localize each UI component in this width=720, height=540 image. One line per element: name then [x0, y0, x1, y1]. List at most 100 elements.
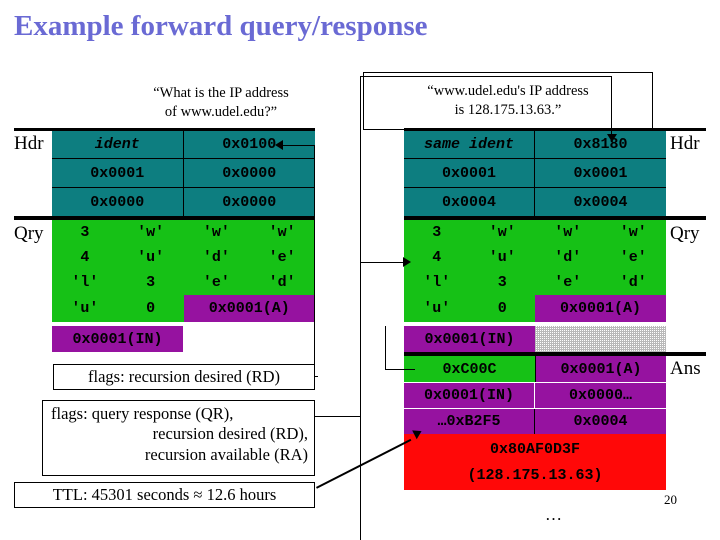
- qname-cell: 3: [497, 274, 507, 291]
- response-qclass-cell: 0x0001(IN): [404, 326, 535, 352]
- table-row: same ident 0x8180: [404, 131, 666, 159]
- answer-type-cell: 0x0001(A): [535, 356, 666, 382]
- query-header-qdcount-cell: 0x0001: [52, 159, 184, 187]
- response-padding-hatch: [535, 326, 666, 352]
- connector-c00c-vertical: [385, 326, 387, 370]
- query-question-block: 3 'w' 'w' 'w' 4 'u' 'd' 'e' 'l' 3 'e' 'd…: [52, 220, 315, 322]
- response-quote-line-1: “www.udel.edu's IP address: [427, 82, 589, 99]
- qname-cell: 'w': [488, 224, 516, 241]
- qname-cell: 'e': [268, 249, 296, 266]
- qname-cell: 0: [497, 300, 507, 317]
- response-section-label-hdr: Hdr: [670, 133, 700, 154]
- answer-name-cell: 0xC00C: [404, 356, 535, 382]
- connector-qr-drop: [611, 76, 613, 134]
- query-header-top-rule: [14, 128, 315, 131]
- response-header-top-rule: [404, 128, 706, 131]
- table-row: 'l' 3 'e' 'd': [404, 270, 666, 295]
- qname-cell: 'l': [423, 274, 451, 291]
- qname-cell: 3: [146, 274, 156, 291]
- qname-cell: 'e': [554, 274, 582, 291]
- qname-cell: 'u': [137, 249, 165, 266]
- table-row: 3 'w' 'w' 'w': [52, 220, 315, 245]
- qname-cell: 4: [432, 249, 442, 266]
- qname-cell: 'd': [268, 274, 296, 291]
- answer-ttl-high-cell: 0x0000…: [535, 383, 666, 408]
- answer-class-cell: 0x0001(IN): [404, 383, 535, 408]
- query-header-ancount-cell: 0x0000: [222, 164, 277, 182]
- qname-cell: 3: [432, 224, 442, 241]
- qname-cell: 'u': [488, 249, 516, 266]
- query-hdr-qry-divider: [14, 216, 315, 220]
- response-qtype-cell: 0x0001(A): [535, 295, 666, 322]
- qname-cell: 0: [146, 300, 156, 317]
- qname-cell: 'd': [554, 249, 582, 266]
- connector-qr-vertical: [360, 76, 362, 417]
- qname-cell: 'w': [137, 224, 165, 241]
- qname-cell: 'u': [71, 300, 99, 317]
- connector-c00c-horizontal: [385, 369, 415, 371]
- note-qr-line-3: recursion available (RA): [144, 444, 308, 464]
- answer-rdata-dotted: (128.175.13.63): [404, 462, 666, 488]
- response-hdr-qry-divider: [404, 216, 706, 220]
- response-header-block: same ident 0x8180 0x0001 0x0001 0x0004 0…: [404, 131, 666, 217]
- table-row: ident 0x0100: [52, 131, 315, 159]
- qname-cell: 'w': [202, 224, 230, 241]
- response-section-label-qry: Qry: [670, 223, 700, 244]
- query-quote-line-1: “What is the IP address: [153, 85, 289, 101]
- qname-cell: 'w': [554, 224, 582, 241]
- table-row: 'u' 0 0x0001(A): [52, 295, 315, 322]
- note-qr-line-1: flags: query response (QR),: [51, 404, 234, 423]
- note-query-response-flags: flags: query response (QR), recursion de…: [42, 400, 315, 476]
- note-qr-line-2: recursion desired (RD),: [152, 424, 308, 444]
- answer-rdlength-cell: 0x0004: [535, 409, 666, 434]
- table-row: 'l' 3 'e' 'd': [52, 270, 315, 295]
- answer-rdata-hex: 0x80AF0D3F: [404, 436, 666, 462]
- table-row: 0xC00C 0x0001(A): [404, 356, 666, 382]
- query-header-block: ident 0x0100 0x0001 0x0000 0x0000 0x0000: [52, 131, 315, 217]
- qname-cell: 'e': [619, 249, 647, 266]
- table-row: 'u' 0 0x0001(A): [404, 295, 666, 322]
- slide-number: 20: [664, 492, 677, 507]
- answer-ttl-low-cell: …0xB2F5: [404, 409, 535, 434]
- query-header-nscount-cell: 0x0000: [52, 188, 184, 216]
- table-row: 0x0000 0x0000: [52, 188, 315, 216]
- query-section-label-qry: Qry: [14, 223, 44, 244]
- query-header-flags-cell: 0x0100: [222, 136, 277, 153]
- page-title: Example forward query/response: [14, 10, 428, 42]
- table-row: 4 'u' 'd' 'e': [52, 245, 315, 270]
- table-row: 0x0004 0x0004: [404, 188, 666, 216]
- query-quote-callout: “What is the IP address of www.udel.edu?…: [96, 84, 346, 122]
- qname-cell: 'w': [619, 224, 647, 241]
- connector-qry-horizontal: [360, 262, 404, 264]
- response-header-arcount-cell: 0x0004: [573, 193, 628, 211]
- table-row: 4 'u' 'd' 'e': [404, 245, 666, 270]
- connector-qry-arrowhead: [403, 257, 411, 267]
- connector-qr-arrowhead: [607, 134, 617, 142]
- connector-rd-horizontal-top: [283, 145, 315, 147]
- qname-cell: 'u': [423, 300, 451, 317]
- response-qry-ans-divider: [404, 352, 706, 356]
- qname-cell: 4: [80, 249, 90, 266]
- response-header-flags-cell: 0x8180: [573, 136, 628, 153]
- response-answer-block: 0xC00C 0x0001(A) 0x0001(IN) 0x0000… …0xB…: [404, 356, 666, 434]
- note-ttl: TTL: 45301 seconds ≈ 12.6 hours: [14, 482, 315, 508]
- table-row: 3 'w' 'w' 'w': [404, 220, 666, 245]
- response-header-nscount-cell: 0x0004: [404, 188, 535, 216]
- qname-cell: 'l': [71, 274, 99, 291]
- table-row: 0x0001 0x0000: [52, 159, 315, 188]
- connector-rd-horizontal-bottom: [314, 376, 318, 378]
- query-qtype-cell: 0x0001(A): [183, 295, 315, 322]
- response-header-ident-cell: same ident: [404, 131, 535, 158]
- connector-qr-horizontal-bottom: [314, 416, 361, 418]
- query-section-label-hdr: Hdr: [14, 133, 44, 154]
- table-row: …0xB2F5 0x0004: [404, 408, 666, 434]
- connector-rd-vertical: [314, 145, 316, 377]
- qname-cell: 'd': [619, 274, 647, 291]
- qname-cell: 'w': [268, 224, 296, 241]
- query-quote-line-2: of www.udel.edu?”: [164, 104, 278, 121]
- qname-cell: 'd': [202, 249, 230, 266]
- connector-qr-horizontal-top: [360, 76, 612, 78]
- response-header-ancount-cell: 0x0001: [573, 164, 628, 182]
- connector-qry-vertical: [360, 262, 362, 540]
- connector-rd-arrowhead: [275, 140, 283, 150]
